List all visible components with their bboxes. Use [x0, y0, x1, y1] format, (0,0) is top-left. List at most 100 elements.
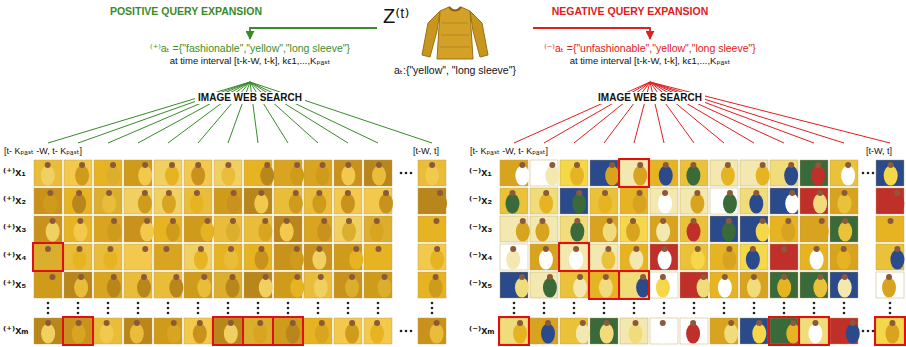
photo-head [141, 274, 147, 280]
ellipsis-dot [405, 330, 408, 333]
photo-head [509, 190, 515, 196]
photo-thumbnail [334, 160, 362, 186]
photo-background [34, 216, 62, 242]
photo-figure [138, 194, 152, 214]
attribute-set: aₜ:{"yellow", "long sleeve"} [394, 64, 516, 77]
highlight-box [273, 317, 303, 345]
row-label: ⁽⁻⁾x₃ [469, 222, 492, 235]
photo-figure [784, 166, 798, 186]
photo-figure [349, 250, 363, 270]
photo-thumbnail [876, 244, 904, 270]
photo-thumbnail [590, 318, 618, 344]
photo-background [304, 318, 332, 344]
photo-background [800, 188, 828, 214]
row-label: ⁽⁺⁾x₁ [3, 166, 26, 179]
photo-head [886, 274, 892, 280]
photo-background [560, 244, 588, 270]
photo-figure [254, 250, 268, 270]
photo-thumbnail [710, 272, 738, 298]
photo-background [710, 318, 738, 344]
photo-head [434, 246, 440, 252]
photo-thumbnail [590, 216, 618, 242]
photo-figure [370, 324, 384, 344]
photo-figure [513, 324, 527, 344]
photo-head [258, 246, 264, 252]
ellipsis-dot [723, 312, 726, 315]
photo-figure [633, 194, 647, 214]
photo-thumbnail [334, 188, 362, 214]
photo-thumbnail [334, 244, 363, 270]
photo-head [790, 320, 796, 326]
photo-head [842, 218, 848, 224]
photo-thumbnail [830, 160, 858, 186]
photo-figure [138, 166, 152, 186]
ellipsis-dot [257, 312, 260, 315]
photo-background [64, 318, 92, 344]
photo-figure [605, 166, 619, 186]
interval-label: [t- Kₚₐₛₜ -W, t- Kₚₐₛₜ] [4, 146, 82, 157]
edge-label: NEGATIVE QUERY EXPANSION [552, 5, 709, 18]
photo-head [545, 320, 551, 326]
photo-background [274, 216, 302, 242]
ellipsis-dot [167, 312, 170, 315]
photo-figure [752, 324, 766, 344]
photo-head [134, 320, 140, 326]
ellipsis-dot [257, 302, 260, 305]
photo-figure [656, 324, 670, 344]
photo-figure [433, 194, 447, 214]
photo-thumbnail [530, 244, 558, 270]
photo-background [770, 244, 798, 270]
photo-head [750, 246, 756, 252]
highlight-box [799, 317, 829, 345]
photo-thumbnail [184, 160, 212, 186]
photo-background [364, 216, 392, 242]
photo-head [662, 246, 668, 252]
ellipsis-dot [137, 312, 140, 315]
photo-background [800, 272, 828, 298]
photo-head [201, 274, 207, 280]
photo-figure [777, 278, 791, 298]
photo-thumbnail [124, 244, 152, 270]
photo-figure [430, 324, 444, 344]
process-label: IMAGE WEB SEARCH [195, 92, 305, 104]
photo-head [142, 246, 148, 252]
photo-thumbnail [64, 160, 92, 186]
photo-figure [200, 222, 214, 242]
photo-head [228, 320, 234, 326]
photo-head [170, 218, 176, 224]
photo-head [49, 274, 55, 280]
photo-figure [190, 194, 204, 214]
photo-thumbnail [560, 160, 588, 186]
photo-head [640, 274, 646, 280]
photo-figure [626, 222, 640, 242]
photo-thumbnail [124, 216, 154, 242]
photo-head [345, 162, 351, 168]
interval-label: [t-W, t] [866, 146, 892, 157]
photo-thumbnail [800, 244, 828, 270]
photo-head [603, 274, 609, 280]
photo-thumbnail [124, 160, 152, 186]
photo-head [263, 274, 269, 280]
photo-head [228, 246, 234, 252]
ellipsis-dot [693, 307, 696, 310]
photo-background [154, 318, 182, 344]
photo-figure [106, 166, 120, 186]
photo-thumbnail [214, 244, 242, 270]
interval-label: [t- Kₚₐₛₜ -W, t- Kₚₐₛₜ] [470, 146, 548, 157]
photo-background [184, 160, 212, 186]
photo-figure [224, 324, 238, 344]
ellipsis-dot [633, 307, 636, 310]
photo-background [34, 318, 62, 344]
photo-head [76, 320, 82, 326]
photo-background [650, 188, 678, 214]
photo-figure [569, 250, 583, 270]
photo-thumbnail [560, 244, 588, 270]
photo-background [214, 244, 242, 270]
photo-thumbnail [274, 160, 304, 186]
photo-background [876, 318, 904, 344]
photo-background [710, 216, 738, 242]
photo-background [364, 318, 392, 344]
photo-head [433, 274, 439, 280]
photo-thumbnail [560, 318, 590, 344]
